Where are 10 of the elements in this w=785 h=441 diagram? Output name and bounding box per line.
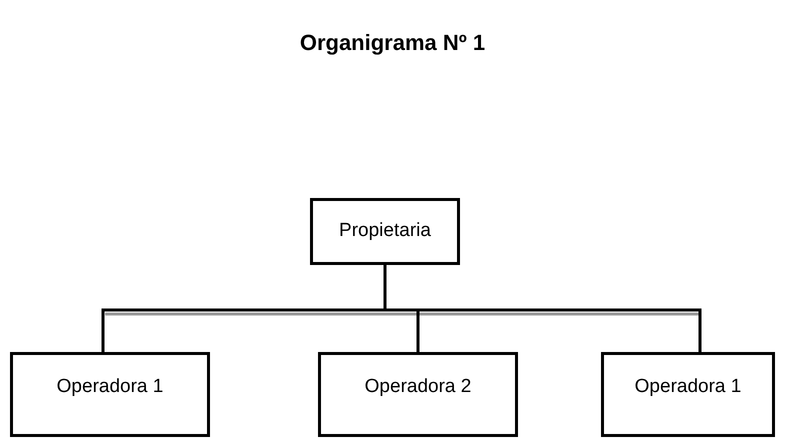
org-box bbox=[601, 352, 775, 437]
box-label: Operadora 2 bbox=[364, 375, 472, 399]
connector-line bbox=[384, 265, 702, 352]
org-box bbox=[10, 352, 210, 437]
chart-title: Organigrama Nº 1 bbox=[300, 29, 486, 57]
org-box bbox=[310, 198, 460, 265]
box-label: Propietaria bbox=[339, 219, 431, 244]
box-label: Operadora 1 bbox=[634, 375, 742, 399]
org-box bbox=[318, 352, 518, 437]
box-label: Operadora 1 bbox=[56, 375, 164, 399]
